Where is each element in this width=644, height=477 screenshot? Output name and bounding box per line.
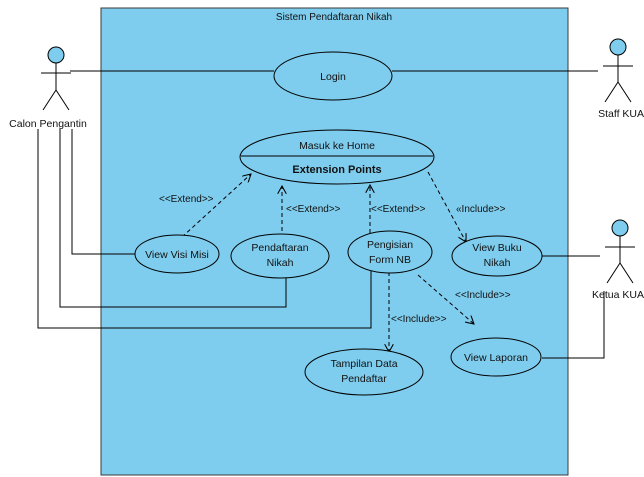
actor-calon-label: Calon Pengantin — [9, 118, 87, 130]
usecase-tampilan-data[interactable]: Tampilan Data Pendaftar — [304, 348, 424, 396]
usecase-visimisi-label: View Visi Misi — [145, 249, 209, 261]
usecase-view-buku-nikah[interactable]: View Buku Nikah — [451, 235, 543, 277]
usecase-masuk-home[interactable]: Masuk ke Home Extension Points — [239, 129, 435, 185]
extend-label-pengisian: <<Extend>> — [371, 204, 426, 215]
usecase-buku-line1: View Buku — [472, 242, 522, 254]
include-label-laporan: <<Include>> — [455, 290, 511, 301]
usecase-pendaftaran-line1: Pendaftaran — [251, 242, 308, 254]
actor-ketua-head — [611, 219, 629, 237]
usecase-pengisian-form-nb[interactable]: Pengisian Form NB — [347, 230, 433, 274]
actor-ketua-kua[interactable]: Ketua KUA — [592, 219, 644, 301]
dependency-arrows — [181, 171, 474, 352]
usecase-login-label: Login — [320, 71, 346, 83]
usecase-pengisian-line1: Pengisian — [367, 239, 413, 251]
assoc-calon-visimisi — [71, 129, 136, 255]
usecase-view-visi-misi[interactable]: View Visi Misi — [134, 234, 220, 274]
usecase-tampilan-line2: Pendaftar — [341, 373, 387, 385]
usecase-tampilan-line1: Tampilan Data — [330, 358, 397, 370]
assoc-calon-pendaftaran — [59, 129, 287, 308]
system-title: Sistem Pendaftaran Nikah — [276, 12, 392, 23]
include-arrow-buku — [427, 171, 466, 242]
actor-calon-pengantin[interactable]: Calon Pengantin — [9, 46, 87, 130]
association-lines — [37, 70, 605, 359]
usecase-pendaftaran-nikah[interactable]: Pendaftaran Nikah — [230, 233, 330, 279]
include-label-buku: «Include>> — [456, 204, 506, 215]
actor-staff-kua[interactable]: Staff KUA — [598, 38, 644, 120]
usecase-laporan-label: View Laporan — [464, 352, 528, 364]
include-label-tampilan: <<Include>> — [391, 314, 447, 325]
include-arrow-laporan — [417, 274, 474, 324]
actor-ketua-label: Ketua KUA — [592, 289, 644, 301]
relation-labels: <<Extend>> <<Extend>> <<Extend>> «Includ… — [159, 194, 511, 325]
actor-staff-label: Staff KUA — [598, 108, 644, 120]
usecase-pendaftaran-line2: Nikah — [267, 257, 294, 269]
usecase-home-extension-points: Extension Points — [292, 164, 381, 176]
usecase-pengisian-line2: Form NB — [369, 254, 411, 266]
extend-arrow-visimisi — [181, 174, 251, 238]
assoc-calon-pengisian — [37, 129, 372, 329]
usecase-buku-line2: Nikah — [484, 257, 511, 269]
extend-label-pendaftaran: <<Extend>> — [286, 204, 341, 215]
actor-calon-head — [47, 46, 65, 64]
actor-staff-head — [609, 38, 627, 56]
usecase-login[interactable]: Login — [273, 51, 393, 101]
extend-label-visimisi: <<Extend>> — [159, 194, 214, 205]
usecase-view-laporan[interactable]: View Laporan — [450, 337, 542, 377]
assoc-laporan-ketua — [542, 291, 605, 359]
usecase-home-title: Masuk ke Home — [299, 140, 375, 152]
